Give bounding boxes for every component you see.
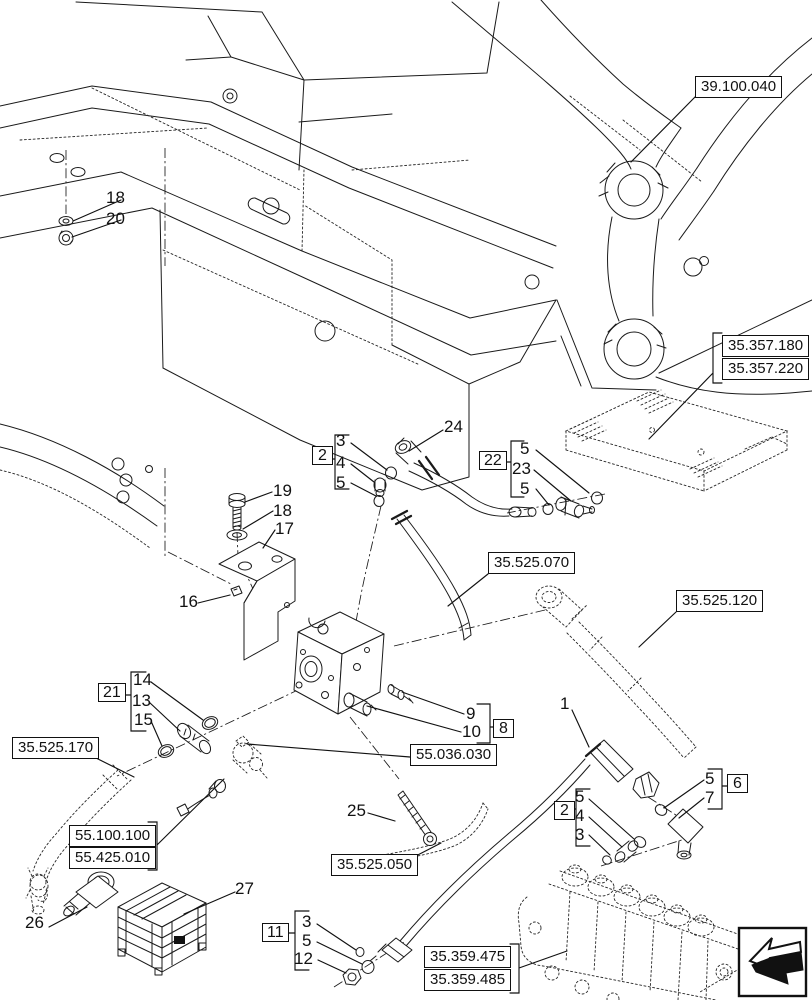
section-ref-35-525-170[interactable]: 35.525.170	[12, 737, 100, 759]
callout-18-b: 18	[273, 501, 292, 520]
callout-25: 25	[347, 801, 366, 820]
callout-5-e: 5	[575, 787, 585, 806]
callout-13: 13	[132, 691, 151, 710]
section-ref-55-100-100[interactable]: 55.100.100	[69, 825, 157, 847]
section-ref-35-525-120[interactable]: 35.525.120	[676, 590, 764, 612]
callout-5-d: 5	[705, 769, 715, 788]
callout-5-a: 5	[336, 473, 346, 492]
callout-16: 16	[179, 592, 198, 611]
section-ref-35-359-475[interactable]: 35.359.475	[424, 946, 512, 968]
group-ref-2-b: 2	[554, 801, 575, 820]
callout-19: 19	[273, 481, 292, 500]
callout-3-a: 3	[336, 431, 346, 450]
section-ref-55-425-010[interactable]: 55.425.010	[69, 847, 157, 869]
group-ref-21: 21	[98, 683, 126, 702]
boom-arm	[451, 0, 812, 395]
callout-7: 7	[705, 788, 715, 807]
callout-5-c: 5	[520, 479, 530, 498]
section-ref-55-036-030[interactable]: 55.036.030	[410, 744, 498, 766]
callout-23: 23	[512, 459, 531, 478]
section-ref-35-525-070[interactable]: 35.525.070	[488, 552, 576, 574]
section-ref-35-357-180[interactable]: 35.357.180	[722, 335, 810, 357]
group-ref-2-a: 2	[312, 446, 333, 465]
callout-14: 14	[133, 670, 152, 689]
callout-12: 12	[294, 949, 313, 968]
callout-27: 27	[235, 879, 254, 898]
small-parts	[25, 216, 704, 986]
group-ref-22: 22	[479, 451, 507, 470]
shipping-crate	[117, 882, 207, 976]
callout-17: 17	[275, 519, 294, 538]
section-ref-35-525-050[interactable]: 35.525.050	[331, 854, 419, 876]
callout-24: 24	[444, 417, 463, 436]
callout-9: 9	[466, 704, 476, 723]
callout-15: 15	[134, 710, 153, 729]
callout-1: 1	[560, 694, 570, 713]
leader-lines	[48, 95, 729, 994]
hoses	[29, 437, 697, 947]
frame-assembly	[0, 1, 557, 549]
valve-block	[293, 611, 414, 717]
callout-10: 10	[462, 722, 481, 741]
group-ref-8: 8	[493, 719, 514, 738]
callout-5-b: 5	[520, 439, 530, 458]
callout-18: 18	[106, 188, 125, 207]
section-ref-35-357-220[interactable]: 35.357.220	[722, 358, 810, 380]
callout-3-c: 3	[302, 912, 312, 931]
callout-4-b: 4	[575, 806, 585, 825]
section-ref-35-359-485[interactable]: 35.359.485	[424, 969, 512, 991]
callout-20: 20	[106, 209, 125, 228]
control-valve-bank	[517, 864, 753, 1000]
manifold-block	[564, 389, 789, 492]
group-ref-6: 6	[727, 774, 748, 793]
callout-3-b: 3	[575, 825, 585, 844]
continuation-arrow-glyph	[737, 926, 808, 998]
callout-5-f: 5	[302, 931, 312, 950]
group-ref-11: 11	[262, 923, 289, 942]
callout-4-a: 4	[336, 453, 346, 472]
callout-26: 26	[25, 913, 44, 932]
continuation-arrow-icon[interactable]	[735, 924, 811, 1000]
section-ref-39-100-040[interactable]: 39.100.040	[695, 76, 783, 98]
